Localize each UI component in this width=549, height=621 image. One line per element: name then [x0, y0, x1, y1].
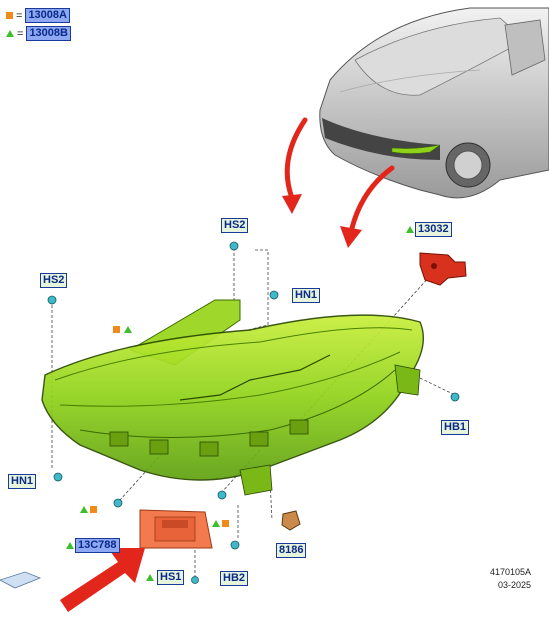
- symbol-cluster-top: [113, 326, 132, 333]
- symbol-13c788-tri: [66, 542, 74, 549]
- legend-row-13008b: = 13008B: [6, 26, 71, 41]
- bracket-13032: [419, 252, 467, 286]
- legend-code-13008a: 13008A: [25, 8, 70, 23]
- legend-equals: =: [17, 27, 24, 40]
- direction-arrows: [284, 117, 395, 231]
- symbol-hs1-tri: [146, 574, 154, 581]
- arrow-heads: [282, 194, 362, 248]
- headlamp-assembly: [41, 314, 424, 496]
- symbol-cluster-left: [80, 506, 97, 513]
- vehicle-illustration: [319, 7, 549, 199]
- callout-hb1: HB1: [441, 420, 470, 435]
- figure-id: 4170105A: [489, 567, 531, 577]
- control-module-13c788: [139, 509, 213, 549]
- green-triangle-icon: [6, 30, 14, 37]
- adjacent-part-outline: [0, 571, 42, 589]
- legend-code-13008b: 13008B: [26, 26, 71, 41]
- callout-hs1: HS1: [157, 570, 185, 585]
- callout-13032: 13032: [415, 222, 452, 237]
- legend-row-13008a: = 13008A: [6, 8, 70, 23]
- callout-hs2-left: HS2: [40, 273, 68, 288]
- connector-8186: [281, 510, 301, 531]
- callout-hn1-top: HN1: [292, 288, 321, 303]
- legend-equals: =: [16, 9, 23, 22]
- orange-square-icon: [6, 12, 13, 19]
- callout-13c788: 13C788: [75, 538, 120, 553]
- callout-8186: 8186: [276, 543, 307, 558]
- figure-date: 03-2025: [497, 580, 531, 590]
- symbol-13032-tri: [406, 226, 414, 233]
- callout-hn1-left: HN1: [8, 474, 37, 489]
- callout-hb2: HB2: [220, 571, 249, 586]
- symbol-cluster-right: [212, 520, 229, 527]
- callout-hs2-top: HS2: [221, 218, 249, 233]
- fastener-screws: [47, 241, 460, 584]
- pointer-arrow: [60, 548, 145, 612]
